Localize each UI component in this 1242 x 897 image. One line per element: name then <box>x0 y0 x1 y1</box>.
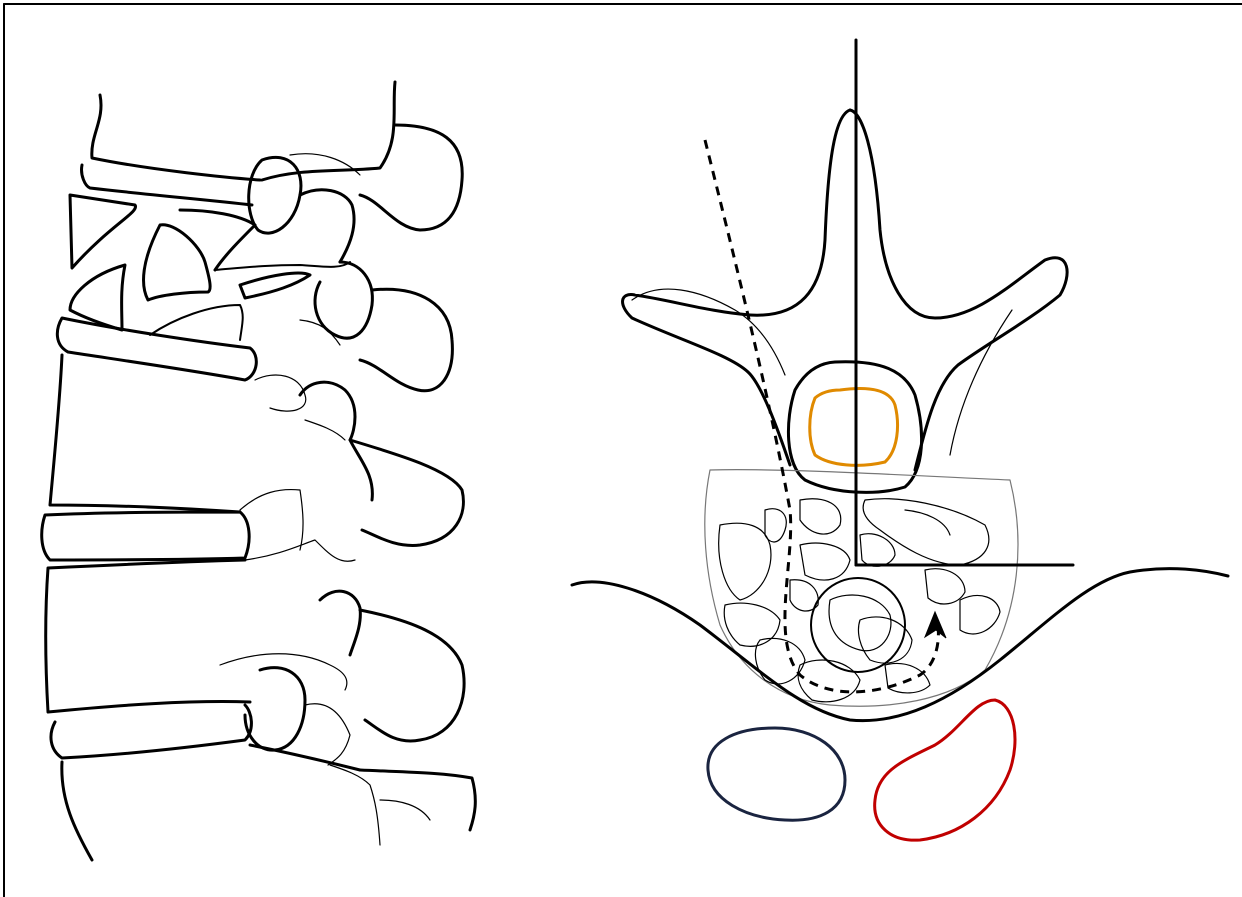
vertebral-body-1 <box>92 82 395 180</box>
vessel-right <box>875 700 1015 840</box>
spinous-process-axial <box>623 110 850 465</box>
fragment-13 <box>925 569 965 604</box>
fracture-fragment-a <box>70 195 136 268</box>
lamina-1 <box>300 190 354 262</box>
fragment-15 <box>885 664 930 693</box>
axial-spine-view <box>572 40 1228 840</box>
fragment-7 <box>860 534 895 567</box>
fragment-4 <box>863 499 989 565</box>
fracture-fragment-e <box>240 273 310 298</box>
vertebral-body-axial <box>705 470 1018 707</box>
fragment-11 <box>798 660 860 702</box>
lamina-4 <box>220 654 347 690</box>
pars-line-5 <box>305 704 350 765</box>
spinous-process-2 <box>360 289 452 391</box>
vessel-left <box>708 728 845 820</box>
spinous-process-axial-right <box>850 110 1067 470</box>
canal-contents <box>810 389 898 466</box>
facet-joint-2 <box>315 262 372 338</box>
fracture-line-1 <box>215 262 350 270</box>
fragment-1 <box>719 523 771 600</box>
fragment-3 <box>800 499 841 534</box>
facet-joint-1 <box>249 157 301 233</box>
facet-joint-4 <box>320 591 360 655</box>
vertebral-body-5 <box>62 745 360 860</box>
vertebral-body-4 <box>46 560 250 712</box>
surgical-trajectory-dashed <box>705 140 938 692</box>
fragment-5 <box>905 510 950 535</box>
fragment-14 <box>960 596 1000 634</box>
facet-joint-3 <box>300 382 372 500</box>
vertebral-body-3 <box>50 355 240 512</box>
spinous-process-3 <box>350 440 463 545</box>
facet-joint-5 <box>245 668 305 751</box>
fragment-2 <box>765 509 786 542</box>
facet-line-right <box>950 310 1012 455</box>
transverse-process-left <box>632 289 785 375</box>
spinous-process-4 <box>360 610 464 741</box>
posterior-element-5 <box>330 765 380 845</box>
pedicle-4 <box>245 540 355 561</box>
lateral-spine-view <box>42 82 476 860</box>
intervertebral-disc-3 <box>42 512 249 560</box>
lamina-5 <box>380 800 430 820</box>
endplate-upper-3 <box>57 318 256 380</box>
intervertebral-disc-4 <box>51 705 251 758</box>
pars-line-3 <box>305 420 345 440</box>
fragment-9 <box>724 603 780 646</box>
pedicle-3 <box>255 375 306 411</box>
trajectory-arrowhead <box>925 612 946 638</box>
fracture-fragment-b <box>144 225 211 300</box>
spinous-process-1 <box>360 125 462 230</box>
fragment-6 <box>800 543 850 580</box>
